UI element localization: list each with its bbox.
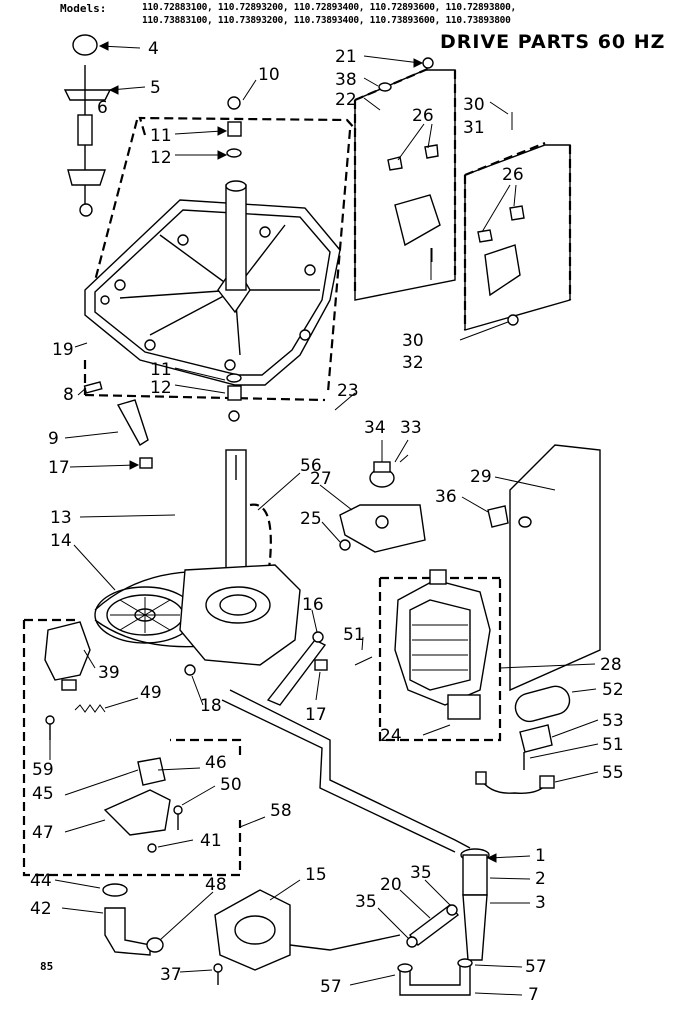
callout-25: 25	[300, 509, 322, 529]
callout-41: 41	[200, 831, 222, 851]
callout-39: 39	[98, 663, 120, 683]
callout-29: 29	[470, 467, 492, 487]
callout-24: 24	[380, 726, 402, 746]
callout-6: 6	[97, 98, 108, 118]
callout-26-upper: 26	[412, 106, 434, 126]
capacitor-assembly	[475, 685, 571, 794]
callout-17: 17	[48, 458, 70, 478]
callout-2: 2	[535, 869, 546, 889]
callout-9: 9	[48, 429, 59, 449]
callout-30-upper: 30	[463, 95, 485, 115]
callout-15: 15	[305, 865, 327, 885]
callout-26-lower: 26	[502, 165, 524, 185]
callout-53: 53	[602, 711, 624, 731]
callout-5: 5	[150, 78, 161, 98]
callout-50: 50	[220, 775, 242, 795]
callout-18: 18	[200, 696, 222, 716]
callout-11: 11	[150, 126, 172, 146]
strap-16-17	[266, 631, 328, 706]
models-list-line-2: 110.73883100, 110.73893200, 110.73893400…	[142, 15, 511, 26]
transmission-assembly	[94, 449, 301, 676]
callout-12-lower: 12	[150, 378, 172, 398]
callout-55: 55	[602, 763, 624, 783]
callout-58: 58	[270, 801, 292, 821]
page-number: 85	[40, 960, 54, 973]
motor-mount-parts	[339, 454, 426, 553]
callout-13: 13	[50, 508, 72, 528]
callout-51-lower: 51	[602, 735, 624, 755]
callout-4: 4	[148, 39, 159, 59]
page-title: DRIVE PARTS 60 HZ	[440, 31, 666, 53]
callout-numbers: 4 5 6 10 11 12 19 8 9 17 11 12 23 21 38 …	[30, 39, 624, 1005]
callout-52: 52	[602, 680, 624, 700]
callout-21: 21	[335, 47, 357, 67]
callout-12: 12	[150, 148, 172, 168]
callout-51-upper: 51	[343, 625, 365, 645]
bracket-8-9-17	[83, 381, 153, 469]
callout-17-lower: 17	[305, 705, 327, 725]
callout-33: 33	[400, 418, 422, 438]
models-list-line-1: 110.72883100, 110.72893200, 110.72893400…	[142, 2, 516, 13]
callout-20: 20	[380, 875, 402, 895]
gearcase-cover-plate	[83, 116, 357, 402]
lower-cover-panel-31	[463, 112, 572, 331]
callout-45: 45	[32, 784, 54, 804]
callout-32: 32	[402, 353, 424, 373]
callout-19: 19	[52, 340, 74, 360]
lower-left-group	[22, 618, 242, 877]
callout-47: 47	[32, 823, 54, 843]
top-left-small-parts	[63, 34, 112, 217]
callout-30-lower: 30	[402, 331, 424, 351]
callout-59: 59	[32, 760, 54, 780]
callout-37: 37	[160, 965, 182, 985]
callout-42: 42	[30, 899, 52, 919]
callout-35-lower: 35	[355, 892, 377, 912]
callout-7: 7	[528, 985, 539, 1005]
callout-8: 8	[63, 385, 74, 405]
callout-38: 38	[335, 70, 357, 90]
callout-22: 22	[335, 90, 357, 110]
motor-28	[354, 569, 502, 742]
upper-cover-panel-22	[353, 57, 457, 301]
callout-34: 34	[364, 418, 386, 438]
callout-3: 3	[535, 893, 546, 913]
motor-cover-29	[487, 444, 601, 692]
callout-44: 44	[30, 871, 52, 891]
pump-and-hoses	[102, 689, 490, 996]
callout-27: 27	[310, 469, 332, 489]
callout-14: 14	[50, 531, 72, 551]
callout-56: 56	[300, 456, 322, 476]
callout-35-upper: 35	[410, 863, 432, 883]
models-label: Models:	[60, 2, 107, 15]
callout-46: 46	[205, 753, 227, 773]
callout-11-lower: 11	[150, 360, 172, 380]
callout-16: 16	[302, 595, 324, 615]
screw-and-grommets-10-11-12	[226, 96, 242, 422]
callout-36: 36	[435, 487, 457, 507]
callout-1: 1	[535, 846, 546, 866]
callout-leaders	[49, 41, 599, 996]
callout-23: 23	[337, 381, 359, 401]
callout-49: 49	[140, 683, 162, 703]
callout-10: 10	[258, 65, 280, 85]
callout-48: 48	[205, 875, 227, 895]
callout-31: 31	[463, 118, 485, 138]
callout-57-left: 57	[320, 977, 342, 997]
callout-57-right: 57	[525, 957, 547, 977]
callout-28: 28	[600, 655, 622, 675]
